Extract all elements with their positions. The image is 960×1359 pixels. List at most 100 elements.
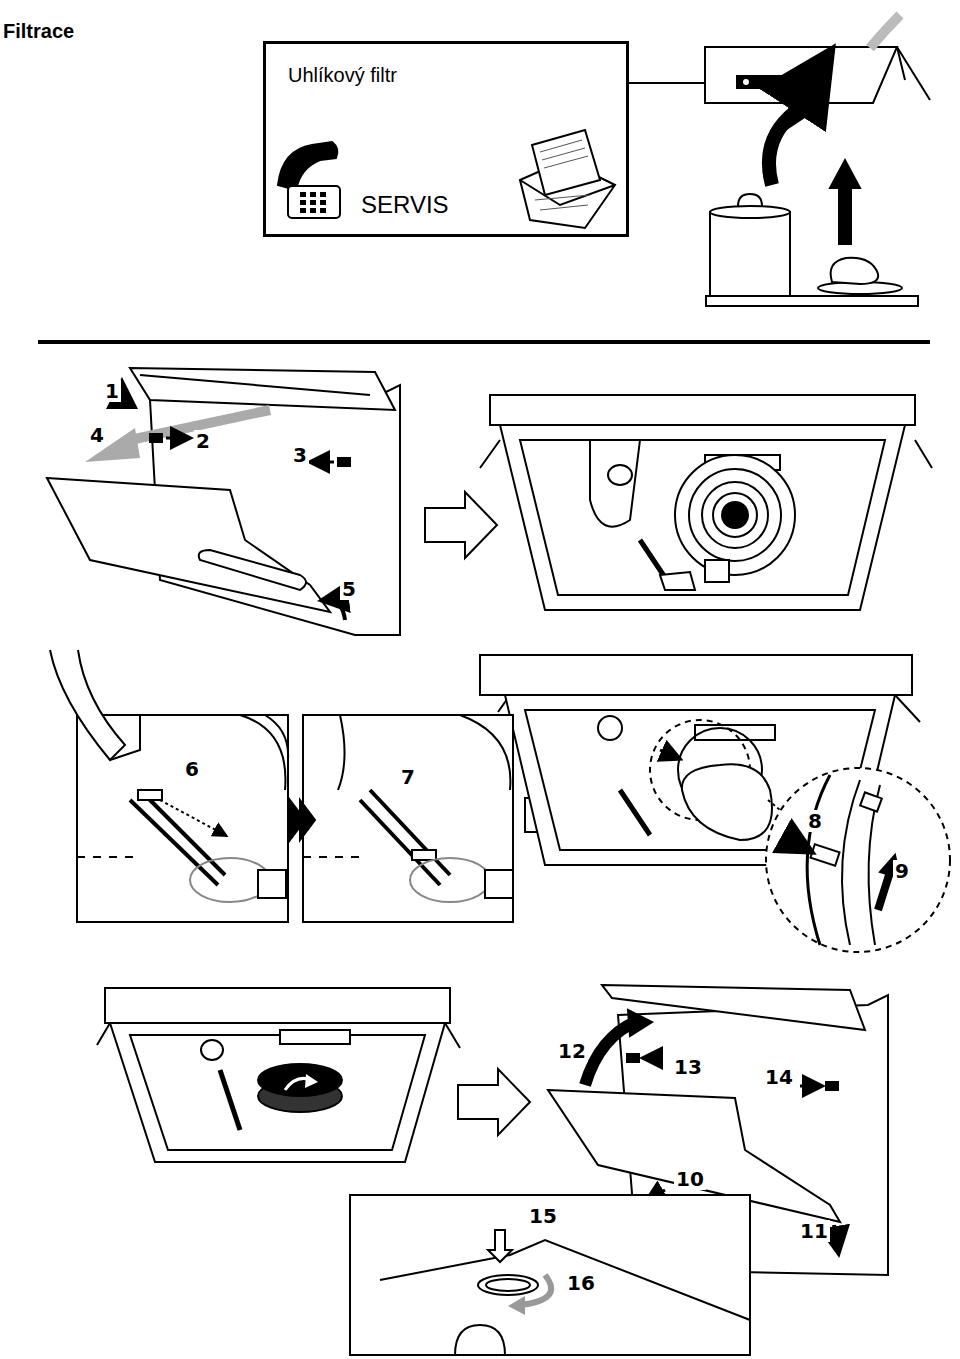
hood-underside-part [702, 482, 768, 548]
phone-icon-part-part [300, 192, 306, 197]
hood-scene-part [814, 60, 825, 115]
hood-scene-part [838, 185, 852, 245]
callout-number: 15 [527, 1205, 559, 1227]
envelope-icon-part [532, 130, 600, 195]
phone-icon-part-part [320, 192, 326, 197]
hood-scene-part [743, 79, 749, 85]
callout-number: 6 [183, 758, 201, 780]
hood-open-part [199, 550, 306, 590]
callout-number: 1 [103, 380, 121, 402]
hood-underside-fitted-part [130, 1035, 425, 1150]
callout-number: 2 [194, 430, 212, 452]
hood-underside-part [705, 560, 729, 582]
hood-underside-fitted-part [105, 988, 450, 1023]
detail-panels-part [303, 715, 513, 922]
hood-open [47, 368, 400, 635]
phone-icon-part-part [300, 200, 306, 205]
hood-close-part [826, 1082, 838, 1090]
hood-underside-filter-part [695, 725, 775, 740]
detail-panels-part [370, 790, 450, 875]
callout-number: 13 [672, 1056, 704, 1078]
hood-underside-filter-part [682, 764, 772, 840]
phone-icon-part [278, 142, 337, 190]
envelope-icon-part [535, 140, 590, 210]
separator [38, 340, 930, 344]
detail-panels-part [410, 858, 490, 902]
inset-detail-part [380, 1240, 750, 1320]
page-title: Filtrace [3, 20, 74, 42]
zoom-detail-part [766, 768, 950, 952]
big-arrow-part [425, 492, 497, 558]
detail-panels-part [412, 850, 436, 860]
hood-close-part [800, 1085, 820, 1088]
hood-scene-part [870, 15, 900, 48]
detail-panels-part [50, 650, 125, 760]
phone-icon-part [300, 192, 326, 213]
phone-icon-part-part [300, 208, 306, 213]
hood-underside-fitted-part [220, 1070, 240, 1130]
hood-open-part [325, 600, 345, 620]
hood-scene-part [705, 47, 897, 103]
hood-close-part [627, 1054, 639, 1062]
hood-underside-fitted-part [305, 1074, 318, 1088]
callout-number: 16 [565, 1272, 597, 1294]
envelope-icon-part-part [540, 205, 588, 210]
detail-panels [50, 650, 513, 922]
phone-icon-part-part [310, 208, 316, 213]
hood-underside-fitted-part [201, 1040, 223, 1060]
hood-scene [705, 15, 930, 306]
envelope-icon-part [520, 180, 615, 205]
hood-underside-filter-part [620, 790, 650, 835]
detail-panels-part [240, 715, 288, 790]
phone-icon-part-part [310, 192, 316, 197]
hood-open-part [166, 437, 188, 440]
hood-underside-part [490, 395, 915, 425]
hood-underside-filter-part [768, 800, 780, 810]
hood-underside-part [520, 440, 885, 595]
detail-panels-part [160, 800, 225, 835]
hood-scene-part [706, 296, 918, 306]
hood-scene-part [830, 160, 860, 188]
hood-underside-part [500, 425, 905, 610]
hood-underside-fitted-part [280, 1030, 350, 1044]
hood-underside-part [689, 469, 781, 561]
hood-underside-filter-part [598, 716, 622, 740]
detail-panels-part [303, 856, 360, 858]
hood-open-part [312, 461, 334, 464]
hood-underside-filter-part [660, 750, 678, 758]
callout-number: 3 [291, 444, 309, 466]
zoom-detail [766, 768, 950, 952]
detail-panels-part [485, 870, 513, 898]
hood-underside-fitted [97, 988, 460, 1162]
envelope-icon-part-part [544, 156, 588, 168]
hood-underside-part [590, 440, 640, 527]
detail-panels-part [360, 800, 440, 885]
detail-panels-part [290, 800, 315, 840]
hood-underside-part [608, 465, 632, 485]
hood-scene-part [710, 206, 790, 218]
zoom-detail-part [810, 844, 839, 865]
callout-number: 4 [88, 424, 106, 446]
hood-underside-fitted-part [258, 1064, 342, 1096]
hood-close-part [834, 1225, 838, 1250]
envelope-icon [520, 130, 615, 228]
hood-open-part [140, 375, 370, 395]
hood-scene-part [788, 100, 812, 128]
hood-scene-part [738, 194, 762, 206]
hood-underside-part [722, 502, 748, 528]
hood-underside-part [713, 493, 757, 537]
detail-panels-part [77, 856, 140, 858]
callout-number: 5 [340, 578, 358, 600]
hood-open-part [47, 478, 330, 612]
detail-panels-part [110, 715, 140, 760]
inset-detail-part [486, 1279, 530, 1291]
detail-panels-part [460, 715, 510, 790]
hood-open-part [150, 434, 162, 442]
hood-underside-fitted-part [110, 1023, 445, 1162]
box-label: SERVIS [361, 192, 449, 218]
callout-number: 12 [556, 1040, 588, 1062]
hood-close-part [628, 1010, 652, 1036]
service-box: Uhlíkový filtrSERVIS [263, 41, 629, 237]
detail-panels-part [338, 715, 345, 790]
